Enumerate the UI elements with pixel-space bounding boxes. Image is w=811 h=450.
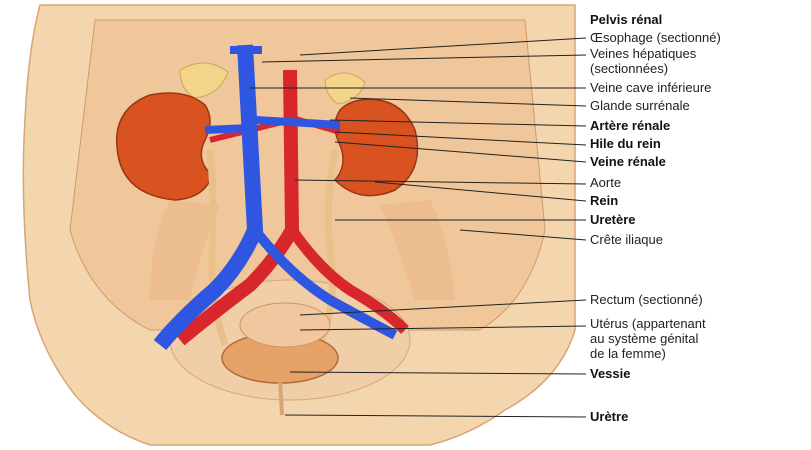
label-hepatic-veins-sub: (sectionnées) bbox=[590, 62, 668, 76]
label-inferior-vena-cava: Veine cave inférieure bbox=[590, 81, 711, 95]
label-uterus-line3: de la femme) bbox=[590, 347, 666, 361]
label-rectum: Rectum (sectionné) bbox=[590, 293, 703, 307]
label-hepatic-veins: Veines hépatiques bbox=[590, 47, 696, 61]
label-pelvis-renal: Pelvis rénal bbox=[590, 13, 662, 27]
renal-vein-right bbox=[256, 120, 340, 125]
label-urethra: Urètre bbox=[590, 410, 628, 424]
label-iliac-crest: Crête iliaque bbox=[590, 233, 663, 247]
label-uterus: Utérus (appartenant bbox=[590, 317, 706, 331]
label-renal-hilum: Hile du rein bbox=[590, 137, 661, 151]
label-esophagus: Œsophage (sectionné) bbox=[590, 31, 721, 45]
label-renal-artery: Artère rénale bbox=[590, 119, 670, 133]
label-renal-vein: Veine rénale bbox=[590, 155, 666, 169]
label-kidney: Rein bbox=[590, 194, 618, 208]
label-bladder: Vessie bbox=[590, 367, 631, 381]
label-aorta: Aorte bbox=[590, 176, 621, 190]
label-ureter: Uretère bbox=[590, 213, 636, 227]
urethra bbox=[280, 380, 282, 415]
label-uterus-line2: au système génital bbox=[590, 332, 698, 346]
renal-vein-left bbox=[205, 128, 250, 130]
label-column: Pelvis rénal Œsophage (sectionné) Veines… bbox=[590, 0, 811, 450]
uterus bbox=[240, 303, 330, 347]
label-adrenal-gland: Glande surrénale bbox=[590, 99, 690, 113]
